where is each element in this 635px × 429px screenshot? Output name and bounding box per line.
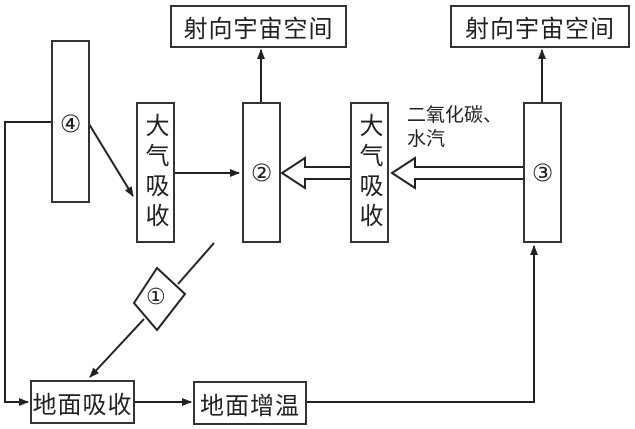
node-3: ③ [523,102,562,243]
space-box-right: 射向宇宙空间 [450,5,630,48]
space-left-label: 射向宇宙空间 [183,15,334,43]
node-2-label: ② [250,158,273,187]
atm-absorb-left: 大气吸收 [136,102,175,243]
ground-warm-box: 地面增温 [193,381,307,425]
ground-absorb-box: 地面吸收 [30,380,135,424]
hollow-arrow-3-to-atm [390,156,523,190]
co2-label: 二氧化碳、 水汽 [407,103,502,151]
node-2: ② [242,102,281,243]
hollow-arrow-atm-to-2 [280,156,350,190]
arrow-4-to-atm [88,123,134,197]
co2-label-line1: 二氧化碳、 [407,104,503,126]
arrow-warm-to-3 [306,245,538,403]
node-4: ④ [51,40,90,203]
node-3-label: ③ [531,158,554,187]
arrow-4-to-ground [4,121,51,406]
arrow-diamond-to-ground [89,318,145,378]
line-2-to-diamond [177,242,215,285]
co2-label-line2: 水汽 [407,128,446,150]
ground-warm-label: 地面增温 [200,391,300,420]
ground-absorb-label: 地面吸收 [32,390,133,419]
space-box-left: 射向宇宙空间 [170,5,347,48]
node-1-label: ① [146,285,166,310]
atm-absorb-right-label: 大气吸收 [355,112,383,233]
diamond-1 [132,266,187,332]
node-4-label: ④ [59,110,82,138]
atm-absorb-left-label: 大气吸收 [141,112,169,233]
space-right-label: 射向宇宙空间 [465,15,615,43]
atm-absorb-right: 大气吸收 [350,102,389,243]
